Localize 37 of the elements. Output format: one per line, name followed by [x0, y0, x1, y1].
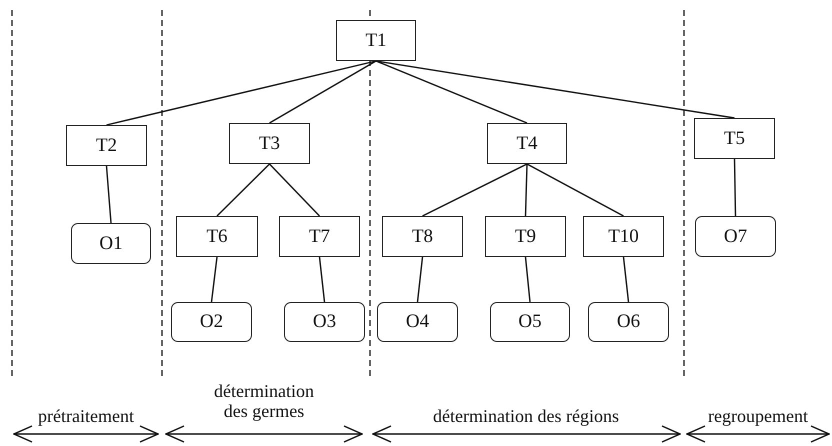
task-box: T2: [66, 125, 147, 166]
phase-label: regroupement: [707, 407, 809, 427]
connector-line: [216, 164, 270, 216]
connector-line: [422, 163, 528, 217]
connector-line: [376, 60, 735, 119]
output-box: O5: [490, 302, 570, 342]
task-box: T3: [229, 123, 310, 164]
output-box: O3: [284, 302, 365, 342]
output-box: O2: [171, 302, 252, 342]
task-box: T10: [583, 216, 664, 257]
output-box: O4: [377, 302, 458, 342]
task-box: T7: [279, 216, 360, 257]
connector-line: [416, 256, 424, 302]
connector-line: [106, 166, 112, 224]
connector-line: [318, 256, 326, 302]
connector-line: [269, 60, 376, 124]
task-box: T5: [694, 118, 775, 159]
phase-label: détermination des régions: [432, 407, 620, 427]
phase-label: prétraitement: [37, 407, 135, 427]
connector-line: [526, 163, 624, 217]
output-box: O1: [71, 223, 151, 264]
task-box: T8: [382, 216, 463, 257]
task-box: T6: [176, 216, 258, 257]
connector-line: [734, 158, 736, 216]
connector-line: [524, 164, 528, 216]
connector-line: [524, 256, 531, 302]
task-box: T9: [485, 216, 566, 257]
connector-line: [269, 164, 320, 216]
output-box: O6: [588, 302, 669, 342]
task-box: T1: [336, 20, 416, 61]
phase-label: détermination des germes: [213, 382, 315, 422]
connector-line: [622, 256, 630, 302]
connector-line: [376, 60, 528, 124]
output-box: O7: [695, 216, 776, 257]
task-box: T4: [487, 123, 567, 164]
connector-line: [210, 256, 218, 302]
connector-line: [106, 60, 376, 126]
